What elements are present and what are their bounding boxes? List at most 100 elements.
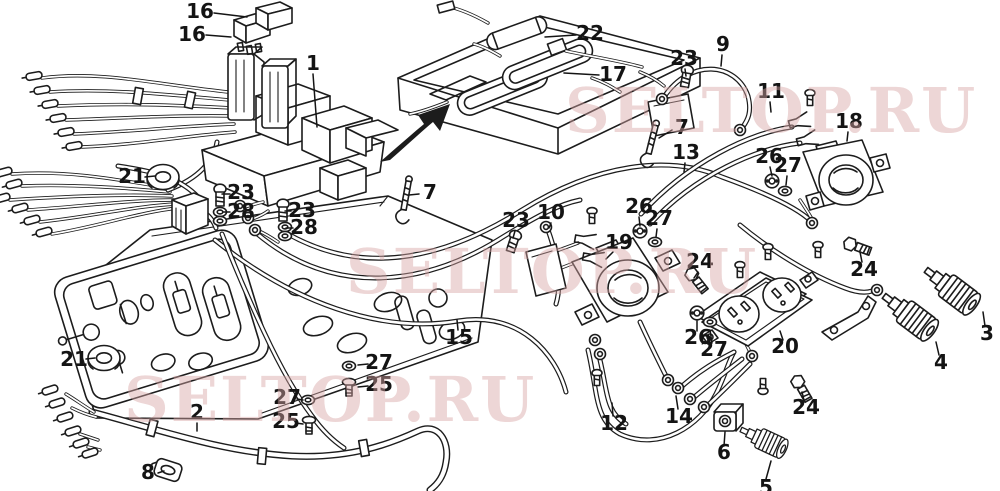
callout-label-16: 16 xyxy=(178,22,206,46)
callout-leader-line xyxy=(563,72,600,76)
callout-leader-line xyxy=(605,251,614,260)
callout-leader-line xyxy=(658,129,673,139)
callout-leader-line xyxy=(638,216,641,227)
duplex-receptacle-20 xyxy=(695,271,819,347)
callout-leader-line xyxy=(144,175,156,178)
callout-label-26: 26 xyxy=(625,194,653,218)
callout-label-20: 20 xyxy=(771,334,799,358)
callout-leader-line xyxy=(85,357,96,360)
callout-leader-line xyxy=(456,319,459,331)
callout-label-24: 24 xyxy=(792,395,820,419)
callout-label-27: 27 xyxy=(645,206,673,230)
callout-label-9: 9 xyxy=(716,32,730,56)
receptacle-18 xyxy=(802,139,891,211)
callout-label-4: 4 xyxy=(934,350,948,374)
callout-leader-line xyxy=(982,311,986,327)
watermark-text: SELTOP.RU xyxy=(124,363,536,436)
callout-label-25: 25 xyxy=(365,372,393,396)
callout-label-3: 3 xyxy=(980,321,994,345)
watermark-text: SELTOP.RU xyxy=(346,235,758,308)
square-nut-6 xyxy=(713,403,744,432)
callout-label-1: 1 xyxy=(306,51,320,75)
terminal-post-3 xyxy=(917,258,985,319)
screw xyxy=(762,242,774,261)
fuse-link-22 xyxy=(436,0,644,69)
callout-leader-line xyxy=(357,363,369,366)
fuse-relay-box xyxy=(201,46,399,207)
callout-leader-line xyxy=(779,330,784,341)
callout-leader-line xyxy=(709,329,713,344)
left-wire-bundle-upper xyxy=(40,74,237,149)
callout-label-27: 27 xyxy=(273,385,301,409)
callout-label-14: 14 xyxy=(665,404,693,428)
callout-label-25: 25 xyxy=(272,409,300,433)
harness-wires xyxy=(64,66,875,491)
connector-16-pair xyxy=(233,1,293,56)
receptacle-19 xyxy=(571,237,681,326)
callout-label-2: 2 xyxy=(190,400,204,424)
callout-label-12: 12 xyxy=(600,411,628,435)
callout-label-26: 26 xyxy=(755,144,783,168)
callout-label-27: 27 xyxy=(700,337,728,361)
terminal-post-4 xyxy=(875,284,943,345)
callout-label-23: 23 xyxy=(288,198,316,222)
callout-label-23: 23 xyxy=(227,180,255,204)
screw xyxy=(757,377,769,396)
panel-connector-block xyxy=(171,192,209,235)
callout-label-23: 23 xyxy=(502,208,530,232)
callout-leader-line xyxy=(205,34,232,38)
callout-label-5: 5 xyxy=(759,475,773,491)
callout-leader-line xyxy=(684,68,687,77)
callout-label-28: 28 xyxy=(290,215,318,239)
callout-leader-line xyxy=(683,162,686,173)
callout-label-28: 28 xyxy=(227,199,255,223)
callout-leader-line xyxy=(357,385,369,388)
callout-leader-line xyxy=(295,422,304,425)
callout-leader-line xyxy=(801,391,805,401)
callout-leader-line xyxy=(720,54,723,67)
callout-label-10: 10 xyxy=(537,200,565,224)
callout-label-21: 21 xyxy=(118,164,146,188)
screw xyxy=(586,206,598,225)
callout-leader-line xyxy=(655,228,658,238)
callout-leader-line xyxy=(408,193,420,196)
callout-leader-line xyxy=(296,398,304,401)
callout-label-26: 26 xyxy=(684,325,712,349)
callout-label-27: 27 xyxy=(774,153,802,177)
callout-leader-line xyxy=(723,431,726,447)
nut-26 xyxy=(689,305,705,321)
callout-leader-line xyxy=(935,341,940,356)
callout-leader-line xyxy=(785,175,788,186)
callout-label-21: 21 xyxy=(60,347,88,371)
callout-label-15: 15 xyxy=(445,325,473,349)
screw xyxy=(812,240,824,259)
washer-27 xyxy=(777,185,793,197)
callout-label-7: 7 xyxy=(423,180,437,204)
callout-leader-line xyxy=(675,395,679,410)
callout-leader-line xyxy=(312,73,318,128)
mounting-bracket xyxy=(821,295,877,341)
callout-label-23: 23 xyxy=(670,46,698,70)
washer-28 xyxy=(212,215,228,227)
callout-label-18: 18 xyxy=(835,109,863,133)
callout-label-17: 17 xyxy=(599,62,627,86)
bolt-24 xyxy=(841,235,874,258)
callout-leader-line xyxy=(544,34,577,38)
callout-label-13: 13 xyxy=(672,140,700,164)
label-plate-b xyxy=(525,243,567,297)
harness-clip-8 xyxy=(149,457,183,483)
callout-label-11: 11 xyxy=(757,79,785,103)
callout-leader-line xyxy=(859,251,863,263)
callout-leader-line xyxy=(512,230,516,239)
callout-leader-line xyxy=(548,222,552,229)
callout-label-6: 6 xyxy=(717,440,731,464)
harness-wraps xyxy=(131,86,371,466)
callout-leader-line xyxy=(157,470,165,474)
callout-label-8: 8 xyxy=(141,460,155,484)
screw xyxy=(591,368,603,387)
callout-leader-line xyxy=(693,271,699,279)
callout-leader-line xyxy=(765,460,772,480)
